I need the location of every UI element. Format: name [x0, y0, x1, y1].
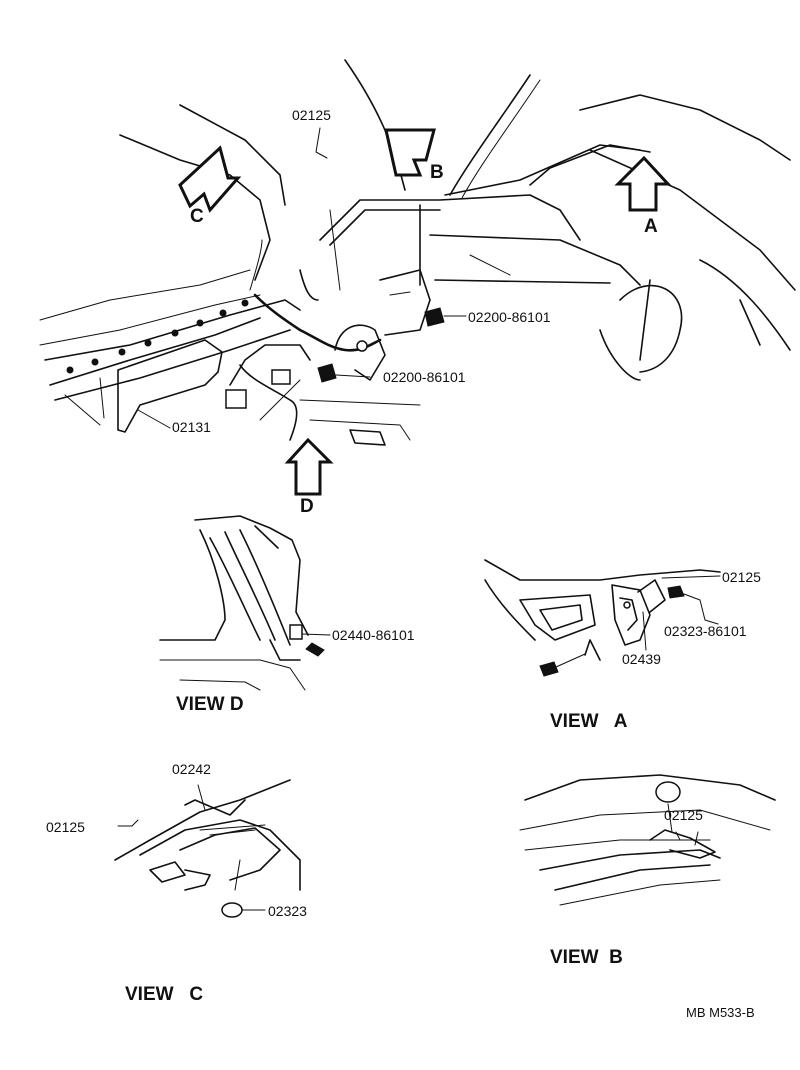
view-a-illustration — [484, 559, 721, 677]
diagram-code: MB M533-B — [686, 1005, 755, 1020]
callout-02200-upper: 02200-86101 — [468, 309, 551, 325]
view-b-title: VIEW B — [550, 947, 623, 968]
clip-row — [66, 299, 249, 374]
callout-02323: 02323 — [268, 903, 307, 919]
arrow-b — [384, 128, 436, 177]
arrow-letter-b: B — [430, 162, 444, 183]
callout-02131: 02131 — [172, 419, 211, 435]
bolt-02200-lower — [317, 363, 371, 383]
callout-02323-86101: 02323-86101 — [664, 623, 747, 639]
view-d-illustration — [159, 515, 331, 691]
view-c-title: VIEW C — [125, 984, 203, 1005]
callout-02125-view-a: 02125 — [722, 569, 761, 585]
callout-02242: 02242 — [172, 761, 211, 777]
arrow-a — [614, 155, 672, 212]
view-d-title: VIEW D — [176, 694, 244, 715]
arrow-c — [178, 145, 242, 213]
arrow-letter-a: A — [644, 216, 658, 237]
arrow-letter-c: C — [190, 206, 204, 227]
bolt-02200-upper — [424, 307, 467, 327]
callout-02125-top: 02125 — [292, 107, 331, 123]
callout-02125-view-c: 02125 — [46, 819, 85, 835]
callout-02439: 02439 — [622, 651, 661, 667]
arrow-letter-d: D — [300, 496, 314, 517]
view-a-title: VIEW A — [550, 711, 628, 732]
callout-02440: 02440-86101 — [332, 627, 415, 643]
main-assembly-illustration — [39, 59, 796, 446]
callout-02125-view-b: 02125 — [664, 807, 703, 823]
view-b-illustration — [519, 774, 776, 906]
trim-panel-02131 — [117, 339, 223, 433]
callout-02200-lower: 02200-86101 — [383, 369, 466, 385]
arrow-d — [284, 437, 334, 496]
view-c-illustration — [114, 779, 301, 918]
